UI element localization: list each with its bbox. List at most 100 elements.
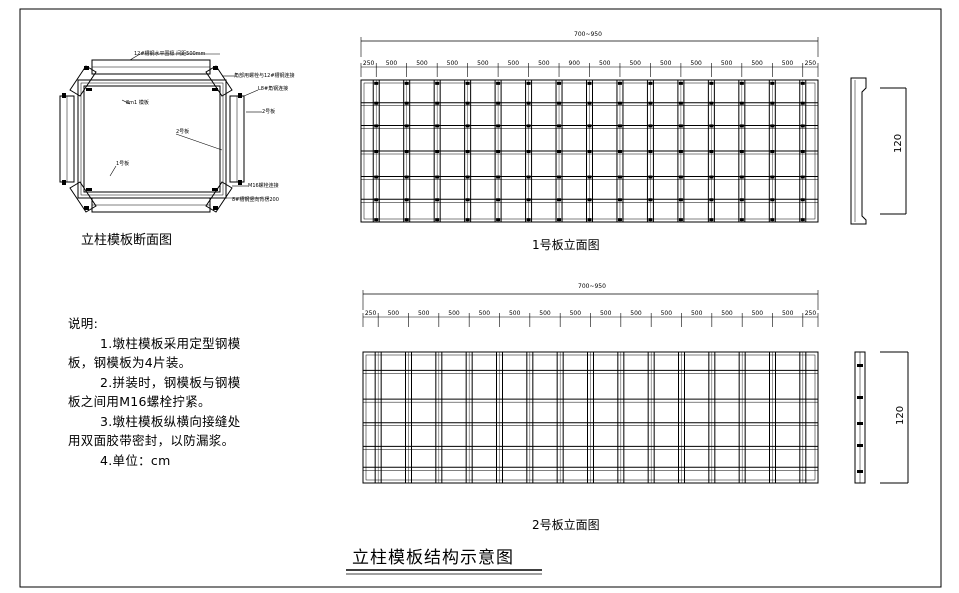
section-inner-outline <box>83 85 221 193</box>
bolt-hole <box>587 150 592 153</box>
callout-top-bar: 12#槽钢水平围檩 间距500mm <box>134 51 206 57</box>
bolt-hole <box>557 175 562 179</box>
bolt-hole <box>526 81 531 85</box>
segment-label: 500 <box>447 60 459 67</box>
board1-overall-dim: 700~950 <box>574 31 602 38</box>
bolt-hole <box>587 175 592 179</box>
segment-label: 500 <box>418 310 430 317</box>
segment-label: 500 <box>751 60 763 67</box>
bolt-hole <box>739 198 744 202</box>
bolt-hole <box>465 175 470 179</box>
notes-line: 3.墩柱模板纵横向接缝处 <box>100 413 241 429</box>
bolt-hole <box>617 150 622 153</box>
bolt-hole <box>496 101 501 105</box>
segment-label: 500 <box>538 60 550 67</box>
board2-height-dim: 120 <box>895 405 906 425</box>
bolt-hole <box>709 81 714 85</box>
segment-label: 250 <box>363 60 375 67</box>
segment-label: 500 <box>661 310 673 317</box>
bolt-hole <box>800 218 805 222</box>
bolt-hole <box>648 81 653 85</box>
bolt-hole <box>465 81 470 85</box>
segment-label: 900 <box>569 60 581 67</box>
segment-label: 500 <box>386 60 398 67</box>
bolt-hole <box>435 101 440 105</box>
bolt-hole <box>404 218 409 222</box>
section-caption: 立柱模板断面图 <box>81 233 173 248</box>
bolt-hole <box>709 218 714 222</box>
notes-line: 板，钢模板为4片装。 <box>68 355 192 370</box>
board2-elevation <box>362 351 819 484</box>
bolt-hole <box>496 218 501 222</box>
bolt-hole <box>709 198 714 202</box>
bolt-hole <box>709 150 714 153</box>
bolt-hole <box>617 198 622 202</box>
callout-plate1-top: 8m1 模板 <box>126 100 149 106</box>
bolt-hole <box>648 198 653 202</box>
board2-overall-dim: 700~950 <box>578 283 606 290</box>
bolt-hole <box>435 150 440 153</box>
segment-label: 500 <box>660 60 672 67</box>
bolt-hole <box>374 150 379 153</box>
bolt-hole <box>526 198 531 202</box>
bolt-hole <box>526 150 531 153</box>
bolt-hole <box>709 175 714 179</box>
segment-label: 250 <box>805 60 817 67</box>
callout-bottom-bolt: M16螺栓连接 <box>248 183 279 189</box>
bolt-hole <box>678 218 683 222</box>
bolt-hole <box>526 124 531 128</box>
segment-label: 500 <box>690 60 702 67</box>
bolt-hole <box>709 124 714 128</box>
segment-label: 500 <box>509 310 521 317</box>
bolt-hole <box>435 81 440 85</box>
callout-bottom-channel: 8#槽钢竖向背楞200 <box>232 197 279 203</box>
bolt-hole <box>526 175 531 179</box>
corner-brace-bl <box>69 181 97 213</box>
segment-label: 500 <box>416 60 428 67</box>
segment-label: 500 <box>479 310 491 317</box>
segment-label: 500 <box>599 60 611 67</box>
bolt-hole <box>404 101 409 105</box>
bolt-hole <box>770 198 775 202</box>
bolt-hole <box>374 101 379 105</box>
bolt-hole <box>617 175 622 179</box>
bolt-hole <box>770 101 775 105</box>
bolt-hole <box>587 124 592 128</box>
bolt-hole <box>800 81 805 85</box>
bolt-hole <box>404 81 409 85</box>
bolt-hole <box>739 175 744 179</box>
segment-label: 500 <box>721 310 733 317</box>
drawing-title: 立柱模板结构示意图 <box>352 548 514 568</box>
bolt-hole <box>465 124 470 128</box>
bolt-hole <box>678 175 683 179</box>
bolt-hole <box>557 124 562 128</box>
sheet-border <box>19 8 942 588</box>
bolt-hole <box>435 124 440 128</box>
bolt-hole <box>496 150 501 153</box>
bolt-hole <box>739 101 744 105</box>
board1-caption: 1号板立面图 <box>532 238 600 252</box>
notes-heading: 说明: <box>68 316 99 331</box>
callout-corner-bolt: 角部用螺栓与12#槽钢连接 <box>234 73 295 79</box>
bolt-hole <box>770 124 775 128</box>
bolt-hole <box>435 218 440 222</box>
bolt-hole <box>678 150 683 153</box>
board1-elevation <box>360 79 819 223</box>
bolt-hole <box>526 218 531 222</box>
bolt-hole <box>648 124 653 128</box>
bolt-hole <box>374 198 379 202</box>
bolt-hole <box>617 124 622 128</box>
bolt-hole <box>678 124 683 128</box>
segment-label: 500 <box>508 60 520 67</box>
bolt-hole <box>648 150 653 153</box>
board1-height-dim: 120 <box>893 133 904 153</box>
bolt-hole <box>557 198 562 202</box>
segment-label: 500 <box>477 60 489 67</box>
bolt-hole <box>648 175 653 179</box>
notes-block: 说明: 1.墩柱模板采用定型钢模 板，钢模板为4片装。 2.拼装时，钢模板与钢模… <box>68 314 298 470</box>
bolt-hole <box>374 175 379 179</box>
segment-label: 500 <box>630 310 642 317</box>
bolt-hole <box>557 150 562 153</box>
